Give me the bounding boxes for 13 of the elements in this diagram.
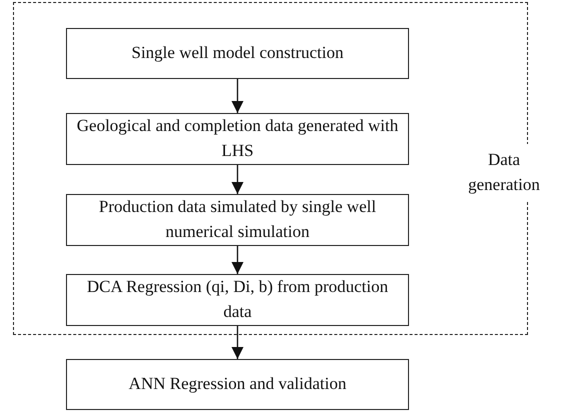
step-text: Single well model construction [132, 42, 344, 64]
step-text: ANN Regression and validation [128, 373, 346, 396]
process-box [66, 359, 409, 410]
arrow [232, 165, 244, 194]
step-text: DCA Regression (qi, Di, b) from production data [86, 276, 390, 323]
arrow [232, 79, 244, 113]
arrow [232, 246, 244, 274]
process-box [66, 194, 409, 246]
process-box [66, 274, 409, 326]
step-text: Production data simulated by single well numerical simulation [98, 196, 378, 243]
process-box [66, 28, 409, 79]
step-text: Geological and completion data generated with LHS [76, 115, 400, 162]
arrow [232, 326, 244, 359]
